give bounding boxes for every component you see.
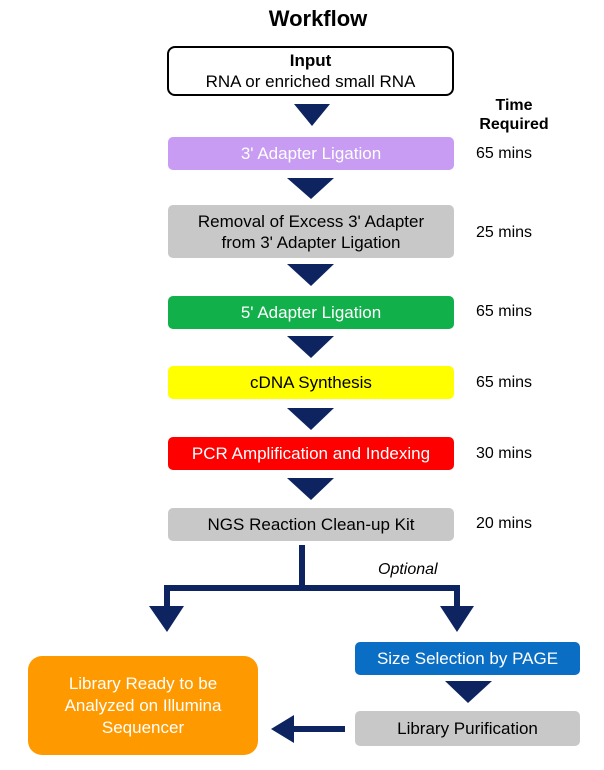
arrow-down-icon	[149, 606, 184, 632]
arrow-down-icon	[287, 478, 334, 500]
step-pcr-amplification: PCR Amplification and Indexing	[168, 437, 454, 470]
library-purification-label: Library Purification	[397, 719, 538, 738]
step-label: NGS Reaction Clean-up Kit	[207, 515, 415, 534]
arrow-left-icon	[271, 715, 294, 743]
library-ready-line-1: Library Ready to be	[68, 673, 218, 693]
size-selection-label: Size Selection by PAGE	[376, 649, 559, 668]
step-5-adapter-ligation: 5' Adapter Ligation	[168, 296, 454, 329]
step-time: 30 mins	[476, 445, 533, 462]
optional-label: Optional	[378, 561, 438, 578]
step-cdna-synthesis: cDNA Synthesis	[168, 366, 454, 399]
step-3-adapter-ligation: 3' Adapter Ligation	[168, 137, 454, 170]
step-time: 25 mins	[476, 224, 533, 241]
arrow-down-icon	[287, 264, 334, 286]
arrow-down-icon	[294, 104, 330, 126]
step-label: 3' Adapter Ligation	[240, 144, 382, 163]
arrow-down-icon	[287, 336, 334, 358]
step-time: 65 mins	[476, 374, 533, 391]
step-input-heading: Input	[289, 51, 332, 70]
step-ngs-cleanup: NGS Reaction Clean-up Kit	[168, 508, 454, 541]
step-time: 20 mins	[476, 515, 533, 532]
arrow-down-icon	[440, 606, 474, 632]
library-ready-box: Library Ready to be Analyzed on Illumina…	[28, 656, 258, 755]
step-label-line-2: from 3' Adapter Ligation	[221, 232, 401, 252]
step-label: PCR Amplification and Indexing	[191, 444, 431, 463]
time-header-line-2: Required	[479, 116, 549, 133]
size-selection-box: Size Selection by PAGE	[355, 642, 580, 675]
step-label: cDNA Synthesis	[250, 373, 372, 392]
arrow-down-icon	[445, 681, 492, 703]
time-required-header: Time Required	[474, 96, 554, 134]
step-time: 65 mins	[476, 303, 533, 320]
step-input-subtext: RNA or enriched small RNA	[205, 72, 416, 91]
library-purification-box: Library Purification	[355, 711, 580, 746]
step-label: 5' Adapter Ligation	[240, 303, 382, 322]
step-input: Input RNA or enriched small RNA	[167, 46, 454, 96]
library-ready-line-2: Analyzed on Illumina	[64, 695, 222, 715]
step-time: 65 mins	[476, 145, 533, 162]
arrow-down-icon	[287, 408, 334, 430]
library-ready-line-3: Sequencer	[101, 717, 185, 737]
diagram-title: Workflow	[268, 6, 368, 31]
step-removal-excess-adapter: Removal of Excess 3' Adapter from 3' Ada…	[168, 205, 454, 258]
step-label-line-1: Removal of Excess 3' Adapter	[197, 211, 425, 231]
arrow-down-icon	[287, 178, 334, 199]
time-header-line-1: Time	[495, 97, 533, 114]
